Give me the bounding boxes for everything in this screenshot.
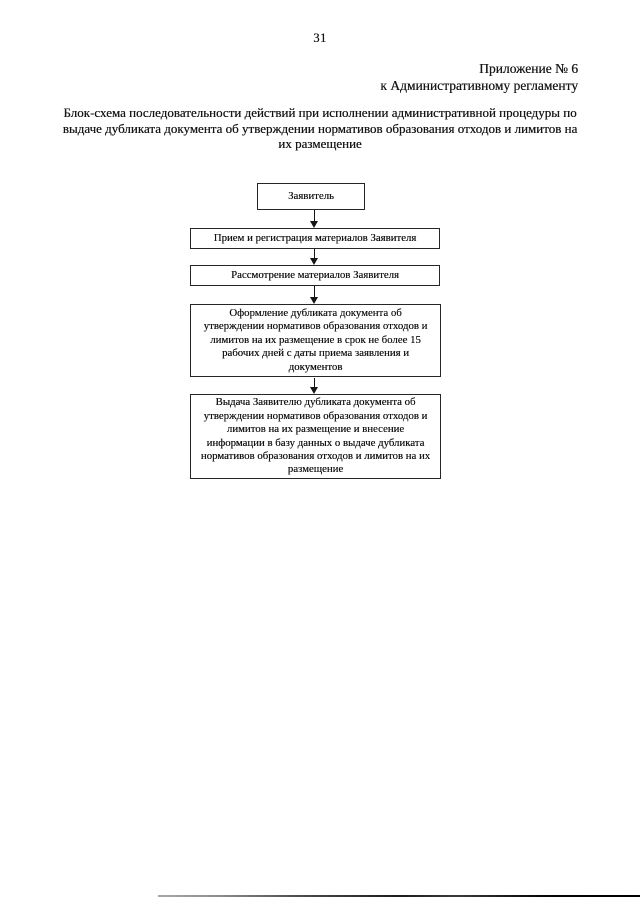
appendix-header: Приложение № 6 к Административному регла… [380, 61, 578, 94]
flow-node-issuance: Выдача Заявителю дубликата документа об … [190, 394, 441, 479]
appendix-header-line1: Приложение № 6 [479, 61, 578, 76]
flow-arrow-down [310, 249, 319, 265]
page-title: Блок-схема последовательности действий п… [62, 105, 578, 151]
flow-node-preparation: Оформление дубликата документа об утверж… [190, 304, 441, 377]
flow-arrow-down [310, 378, 319, 394]
arrow-stem [313, 249, 316, 261]
appendix-header-line2: к Административному регламенту [380, 77, 578, 93]
flow-arrow-down [310, 210, 319, 228]
arrow-head-icon [310, 387, 318, 394]
flow-arrow-down [310, 286, 319, 304]
footer-scan-rule [158, 895, 640, 898]
flow-node-review: Рассмотрение материалов Заявителя [190, 265, 440, 286]
flow-node-reception: Прием и регистрация материалов Заявителя [190, 228, 440, 249]
arrow-stem [313, 286, 316, 300]
arrow-head-icon [310, 258, 318, 265]
arrow-stem [313, 210, 316, 224]
page-number: 31 [313, 31, 327, 45]
arrow-head-icon [310, 221, 318, 228]
flow-node-applicant: Заявитель [257, 183, 365, 210]
arrow-head-icon [310, 297, 318, 304]
arrow-stem [313, 378, 316, 390]
